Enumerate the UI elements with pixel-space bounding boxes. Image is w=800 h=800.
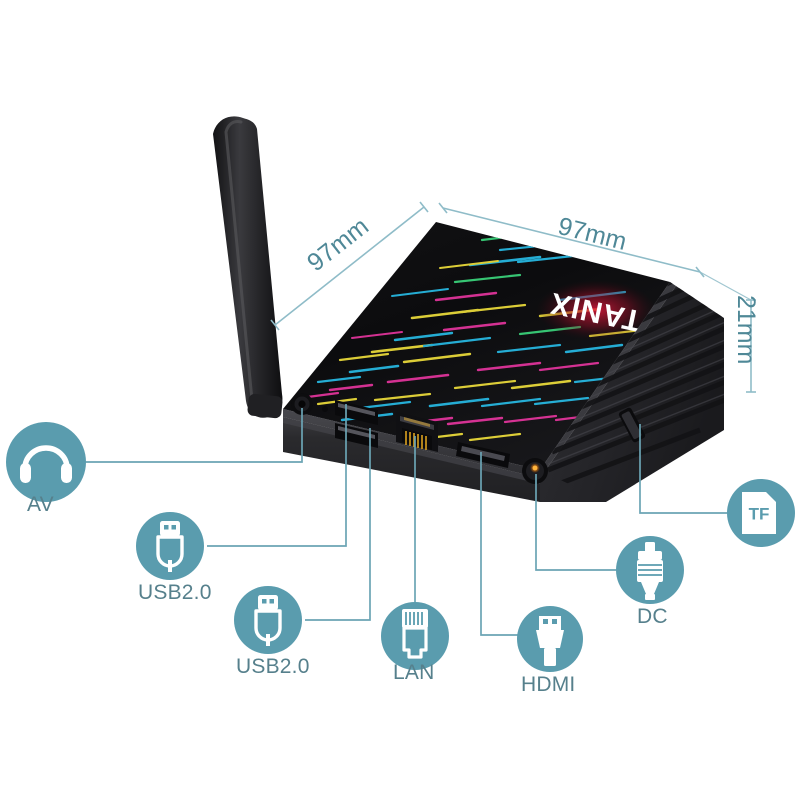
tv-box-body: TANIX <box>283 222 724 502</box>
callout-lan[interactable] <box>381 602 449 670</box>
dimension-height-label: 21mm <box>732 295 760 365</box>
callout-hdmi[interactable] <box>517 606 583 672</box>
front-panel-ports <box>291 393 548 484</box>
lan-icon-circle[interactable] <box>381 602 449 670</box>
usb2-icon-circle[interactable] <box>234 586 302 654</box>
tanix-logo: TANIX <box>536 280 656 340</box>
hdmi-plug-icon <box>536 616 564 666</box>
wifi-antenna <box>213 116 283 419</box>
callout-label-lan: LAN <box>393 661 435 684</box>
callout-av[interactable] <box>6 422 86 502</box>
rj45-plug-icon <box>402 609 428 659</box>
usb1-icon-circle[interactable] <box>136 512 204 580</box>
callout-label-dc: DC <box>637 605 668 628</box>
av-port <box>291 393 313 415</box>
callout-label-usb1: USB2.0 <box>138 581 212 604</box>
hdmi-port <box>456 442 510 468</box>
callout-tf[interactable]: TF <box>727 479 795 547</box>
lan-port <box>396 412 438 452</box>
leader-tf <box>639 424 727 514</box>
leader-usb1 <box>207 404 347 547</box>
leader-av <box>86 408 303 463</box>
callout-label-hdmi: HDMI <box>521 673 576 696</box>
av-icon-circle[interactable] <box>6 422 86 502</box>
callout-usb1[interactable] <box>136 512 204 580</box>
leader-hdmi <box>480 452 518 636</box>
usb-plug-icon <box>254 595 282 646</box>
headphones-icon <box>20 445 72 483</box>
tf-card-slot <box>618 407 646 443</box>
leader-lines <box>86 404 727 636</box>
callout-usb2[interactable] <box>234 586 302 654</box>
ir-pinhole <box>322 406 328 412</box>
leader-dc <box>535 474 616 571</box>
tf-card-icon: TF <box>742 492 781 534</box>
tf-badge-text: TF <box>749 504 770 523</box>
callout-label-av: AV <box>27 493 54 516</box>
dimension-lines <box>270 201 756 393</box>
dc-barrel-plug-icon <box>637 542 663 600</box>
usb-plug-icon <box>156 521 184 572</box>
led-streak-pattern <box>283 230 670 470</box>
leader-usb2 <box>305 428 371 621</box>
callout-label-usb2: USB2.0 <box>236 655 310 678</box>
dc-power-port <box>522 458 548 484</box>
callout-dc[interactable] <box>616 536 684 604</box>
